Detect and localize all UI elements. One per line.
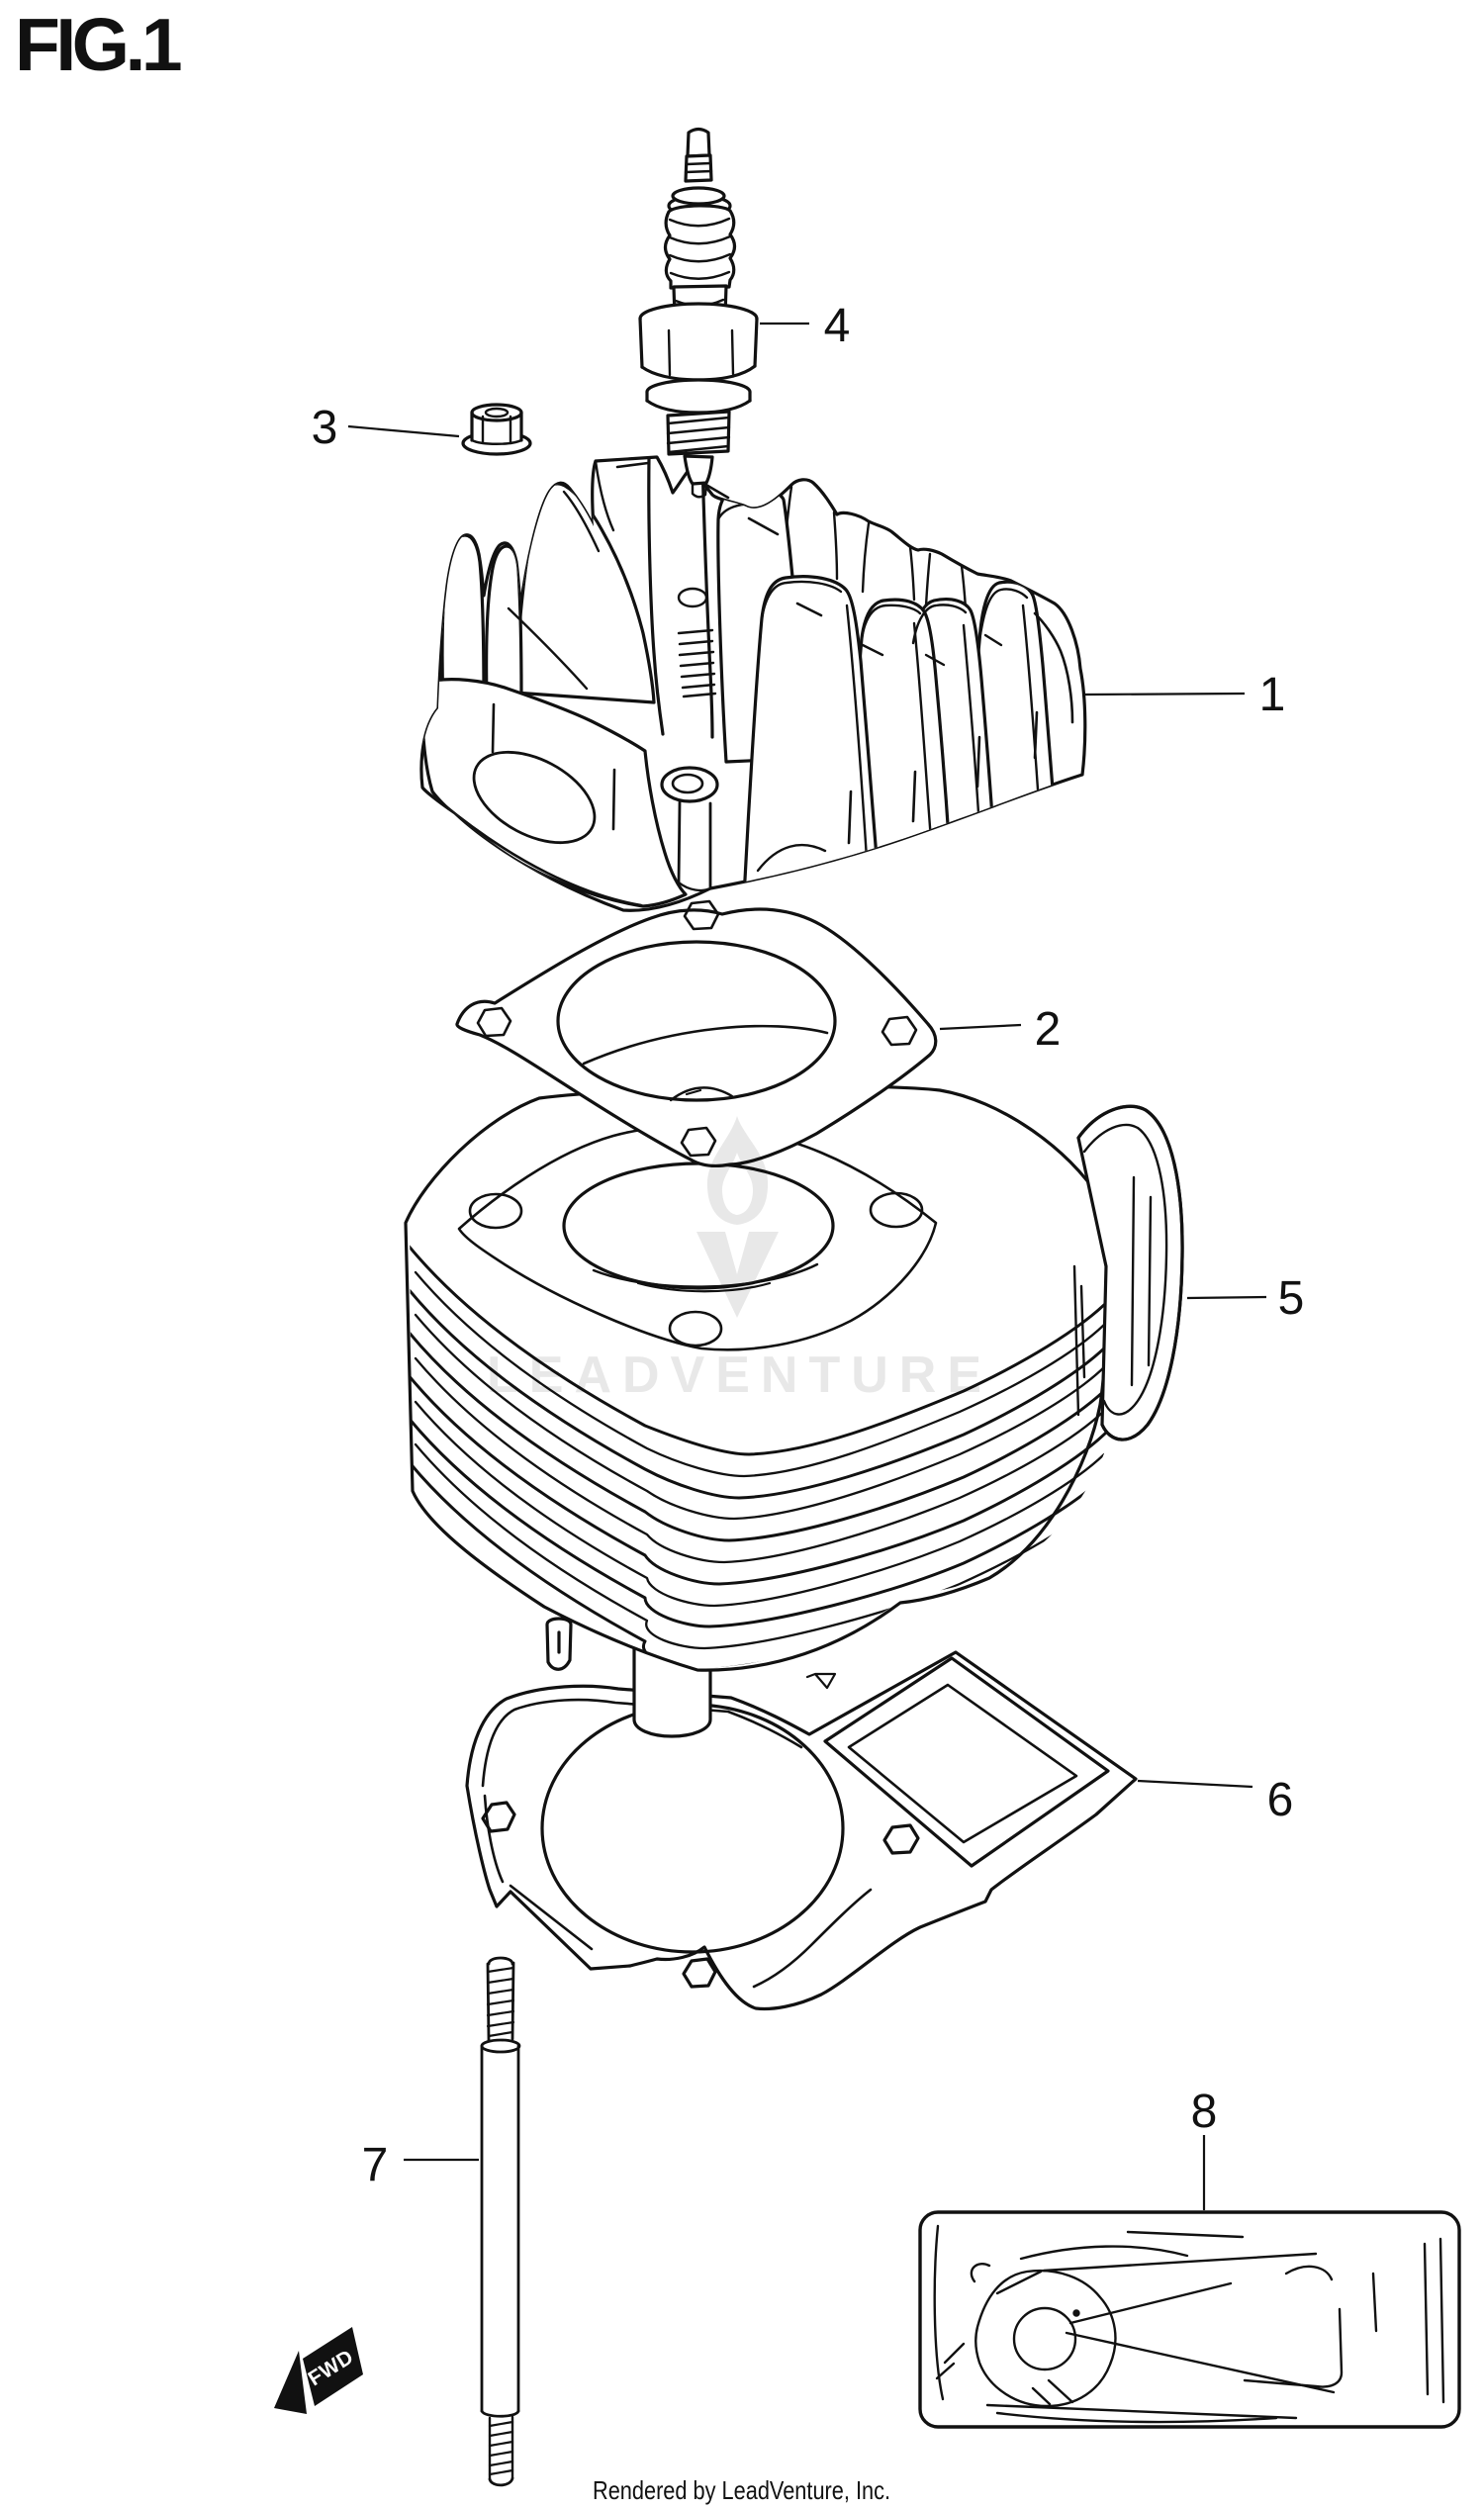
svg-text:4: 4 <box>824 300 851 352</box>
svg-text:8: 8 <box>1191 2086 1218 2138</box>
svg-text:3: 3 <box>312 402 338 454</box>
svg-text:5: 5 <box>1278 1272 1305 1325</box>
svg-text:LEADVENTURE: LEADVENTURE <box>487 1347 992 1404</box>
svg-text:2: 2 <box>1035 1003 1062 1056</box>
svg-text:1: 1 <box>1259 669 1286 721</box>
svg-text:Rendered by LeadVenture, Inc.: Rendered by LeadVenture, Inc. <box>593 2475 890 2505</box>
svg-text:6: 6 <box>1267 1774 1294 1826</box>
svg-text:7: 7 <box>362 2139 389 2191</box>
svg-text:FIG.1: FIG.1 <box>15 3 181 86</box>
